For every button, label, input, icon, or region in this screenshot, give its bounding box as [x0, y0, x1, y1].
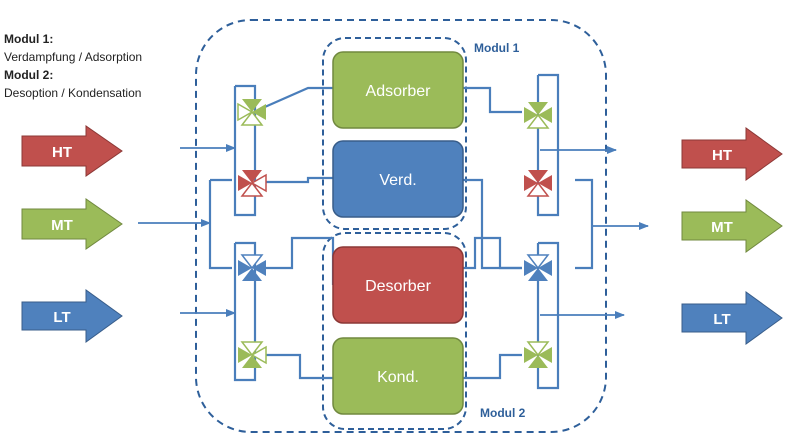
- adsorber-label: Adsorber: [366, 83, 432, 100]
- legend: Modul 1: Verdampfung / Adsorption Modul …: [4, 30, 142, 102]
- desorber-box: Desorber: [332, 246, 464, 324]
- pipes: [208, 73, 594, 390]
- output-mt-arrow: MT: [681, 199, 783, 253]
- kond-box: Kond.: [332, 337, 464, 415]
- valve-left-1-icon: [237, 99, 266, 126]
- legend-module2-desc: Desoption / Kondensation: [4, 86, 142, 100]
- valve-left-4-icon: [238, 341, 267, 368]
- input-lt-arrow: LT: [21, 289, 123, 343]
- module1-label: Modul 1: [474, 41, 520, 55]
- input-lt-label: LT: [53, 309, 70, 326]
- output-lt-arrow: LT: [681, 291, 783, 345]
- input-mt-label: MT: [51, 217, 73, 234]
- legend-module1-title: Modul 1:: [4, 32, 54, 46]
- output-lt-label: LT: [713, 311, 730, 328]
- module2-label: Modul 2: [480, 406, 526, 420]
- input-ht-label: HT: [52, 144, 72, 161]
- valve-left-3-icon: [238, 254, 266, 281]
- system-boundary: [195, 19, 607, 433]
- flow-lines: [138, 144, 649, 319]
- legend-module2-title: Modul 2:: [4, 68, 54, 82]
- legend-module1-desc: Verdampfung / Adsorption: [4, 50, 143, 64]
- verd-box: Verd.: [332, 140, 464, 218]
- valve-left-2-icon: [238, 170, 267, 197]
- desorber-label: Desorber: [365, 278, 431, 295]
- module1-group: [322, 37, 467, 230]
- output-mt-label: MT: [711, 219, 733, 236]
- valve-right-2-icon: [524, 170, 552, 197]
- input-mt-arrow: MT: [21, 198, 123, 250]
- output-ht-label: HT: [712, 147, 732, 164]
- valve-right-3-icon: [524, 254, 552, 281]
- valve-right-1-icon: [524, 102, 552, 129]
- kond-label: Kond.: [377, 369, 419, 386]
- verd-label: Verd.: [379, 172, 416, 189]
- valve-right-4-icon: [524, 341, 552, 368]
- input-ht-arrow: HT: [21, 125, 123, 177]
- adsorber-box: Adsorber: [332, 51, 464, 129]
- output-ht-arrow: HT: [681, 127, 783, 181]
